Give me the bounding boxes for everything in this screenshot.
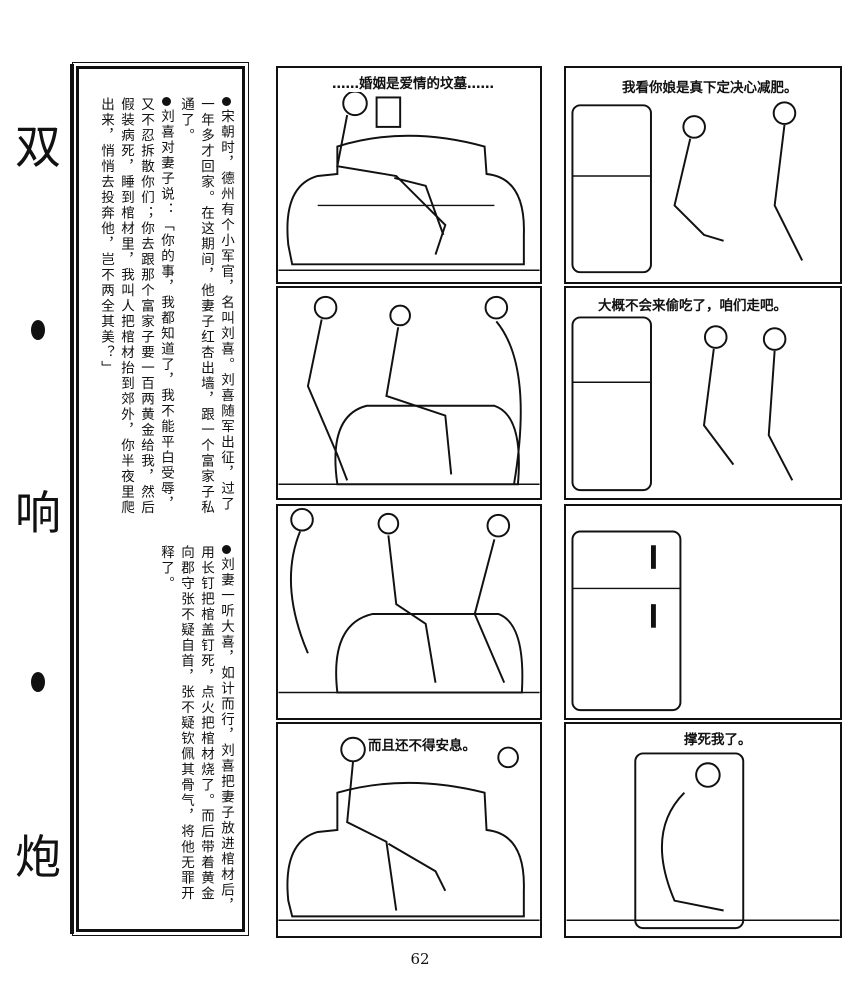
- comic-panel-right-4: 撑死我了。: [564, 722, 842, 938]
- story-paragraph-2: 刘喜对妻子说：「你的事，我都知道了，我不能平白受辱，又不忍拆散你们；你去跟那个富…: [98, 97, 174, 516]
- speech-bubble: ……婚姻是爱情的坟墓……: [330, 72, 496, 92]
- fridge-two-men-illustration: [571, 101, 804, 274]
- title-char-3: 炮: [15, 830, 61, 884]
- bullet-icon: [161, 97, 171, 106]
- bullet-icon: [221, 97, 231, 106]
- speech-bubble: 我看你娘是真下定决心减肥。: [620, 76, 800, 96]
- story-text-top: 宋朝时，德州有个小军官，名叫刘喜。刘喜随军出征，过了一年多才回家。在这期间，他妻…: [96, 97, 236, 525]
- sofa-sitting-illustration: [278, 736, 540, 922]
- comic-panel-left-4: 而且还不得安息。: [276, 722, 542, 938]
- title-column: 双 响 炮: [0, 62, 72, 932]
- story-paragraph-1: 宋朝时，德州有个小军官，名叫刘喜。刘喜随军出征，过了一年多才回家。在这期间，他妻…: [178, 97, 234, 516]
- comic-panel-left-2: [276, 286, 542, 500]
- comic-panel-right-1: 我看你娘是真下定决心减肥。: [564, 66, 842, 284]
- speech-bubble: 而且还不得安息。: [366, 734, 478, 754]
- comic-panel-left-3: [276, 504, 542, 720]
- comic-panel-right-3: [564, 504, 842, 720]
- border-line: [70, 64, 74, 934]
- bullet-icon: [221, 545, 231, 554]
- couple-arguing-illustration: [278, 507, 540, 694]
- story-box: 宋朝时，德州有个小军官，名叫刘喜。刘喜随军出征，过了一年多才回家。在这期间，他妻…: [72, 62, 249, 936]
- title-char-1: 双: [15, 120, 61, 174]
- story-text-bottom: 刘妻一听大喜，如计而行，刘喜把妻子放进棺材后，用长钉把棺盖钉死，点火把棺材烧了。…: [156, 545, 236, 915]
- comic-panel-left-1: ……婚姻是爱情的坟墓……: [276, 66, 542, 284]
- couple-arguing-illustration: [278, 295, 540, 486]
- fridge-illustration: [571, 530, 682, 712]
- title-dot: [31, 672, 45, 692]
- speech-bubble: 撑死我了。: [682, 728, 754, 748]
- fridge-man-inside-illustration: [566, 752, 840, 930]
- story-paragraph-3: 刘妻一听大喜，如计而行，刘喜把妻子放进棺材后，用长钉把棺盖钉死，点火把棺材烧了。…: [158, 545, 234, 914]
- title-char-2: 响: [15, 486, 61, 540]
- speech-bubble: 大概不会来偷吃了，咱们走吧。: [596, 294, 789, 314]
- title-dot: [31, 320, 45, 340]
- page-number: 62: [410, 950, 430, 968]
- sofa-reader-illustration: [278, 90, 540, 271]
- fridge-two-men-illustration: [571, 316, 794, 492]
- comic-panel-right-2: 大概不会来偷吃了，咱们走吧。: [564, 286, 842, 500]
